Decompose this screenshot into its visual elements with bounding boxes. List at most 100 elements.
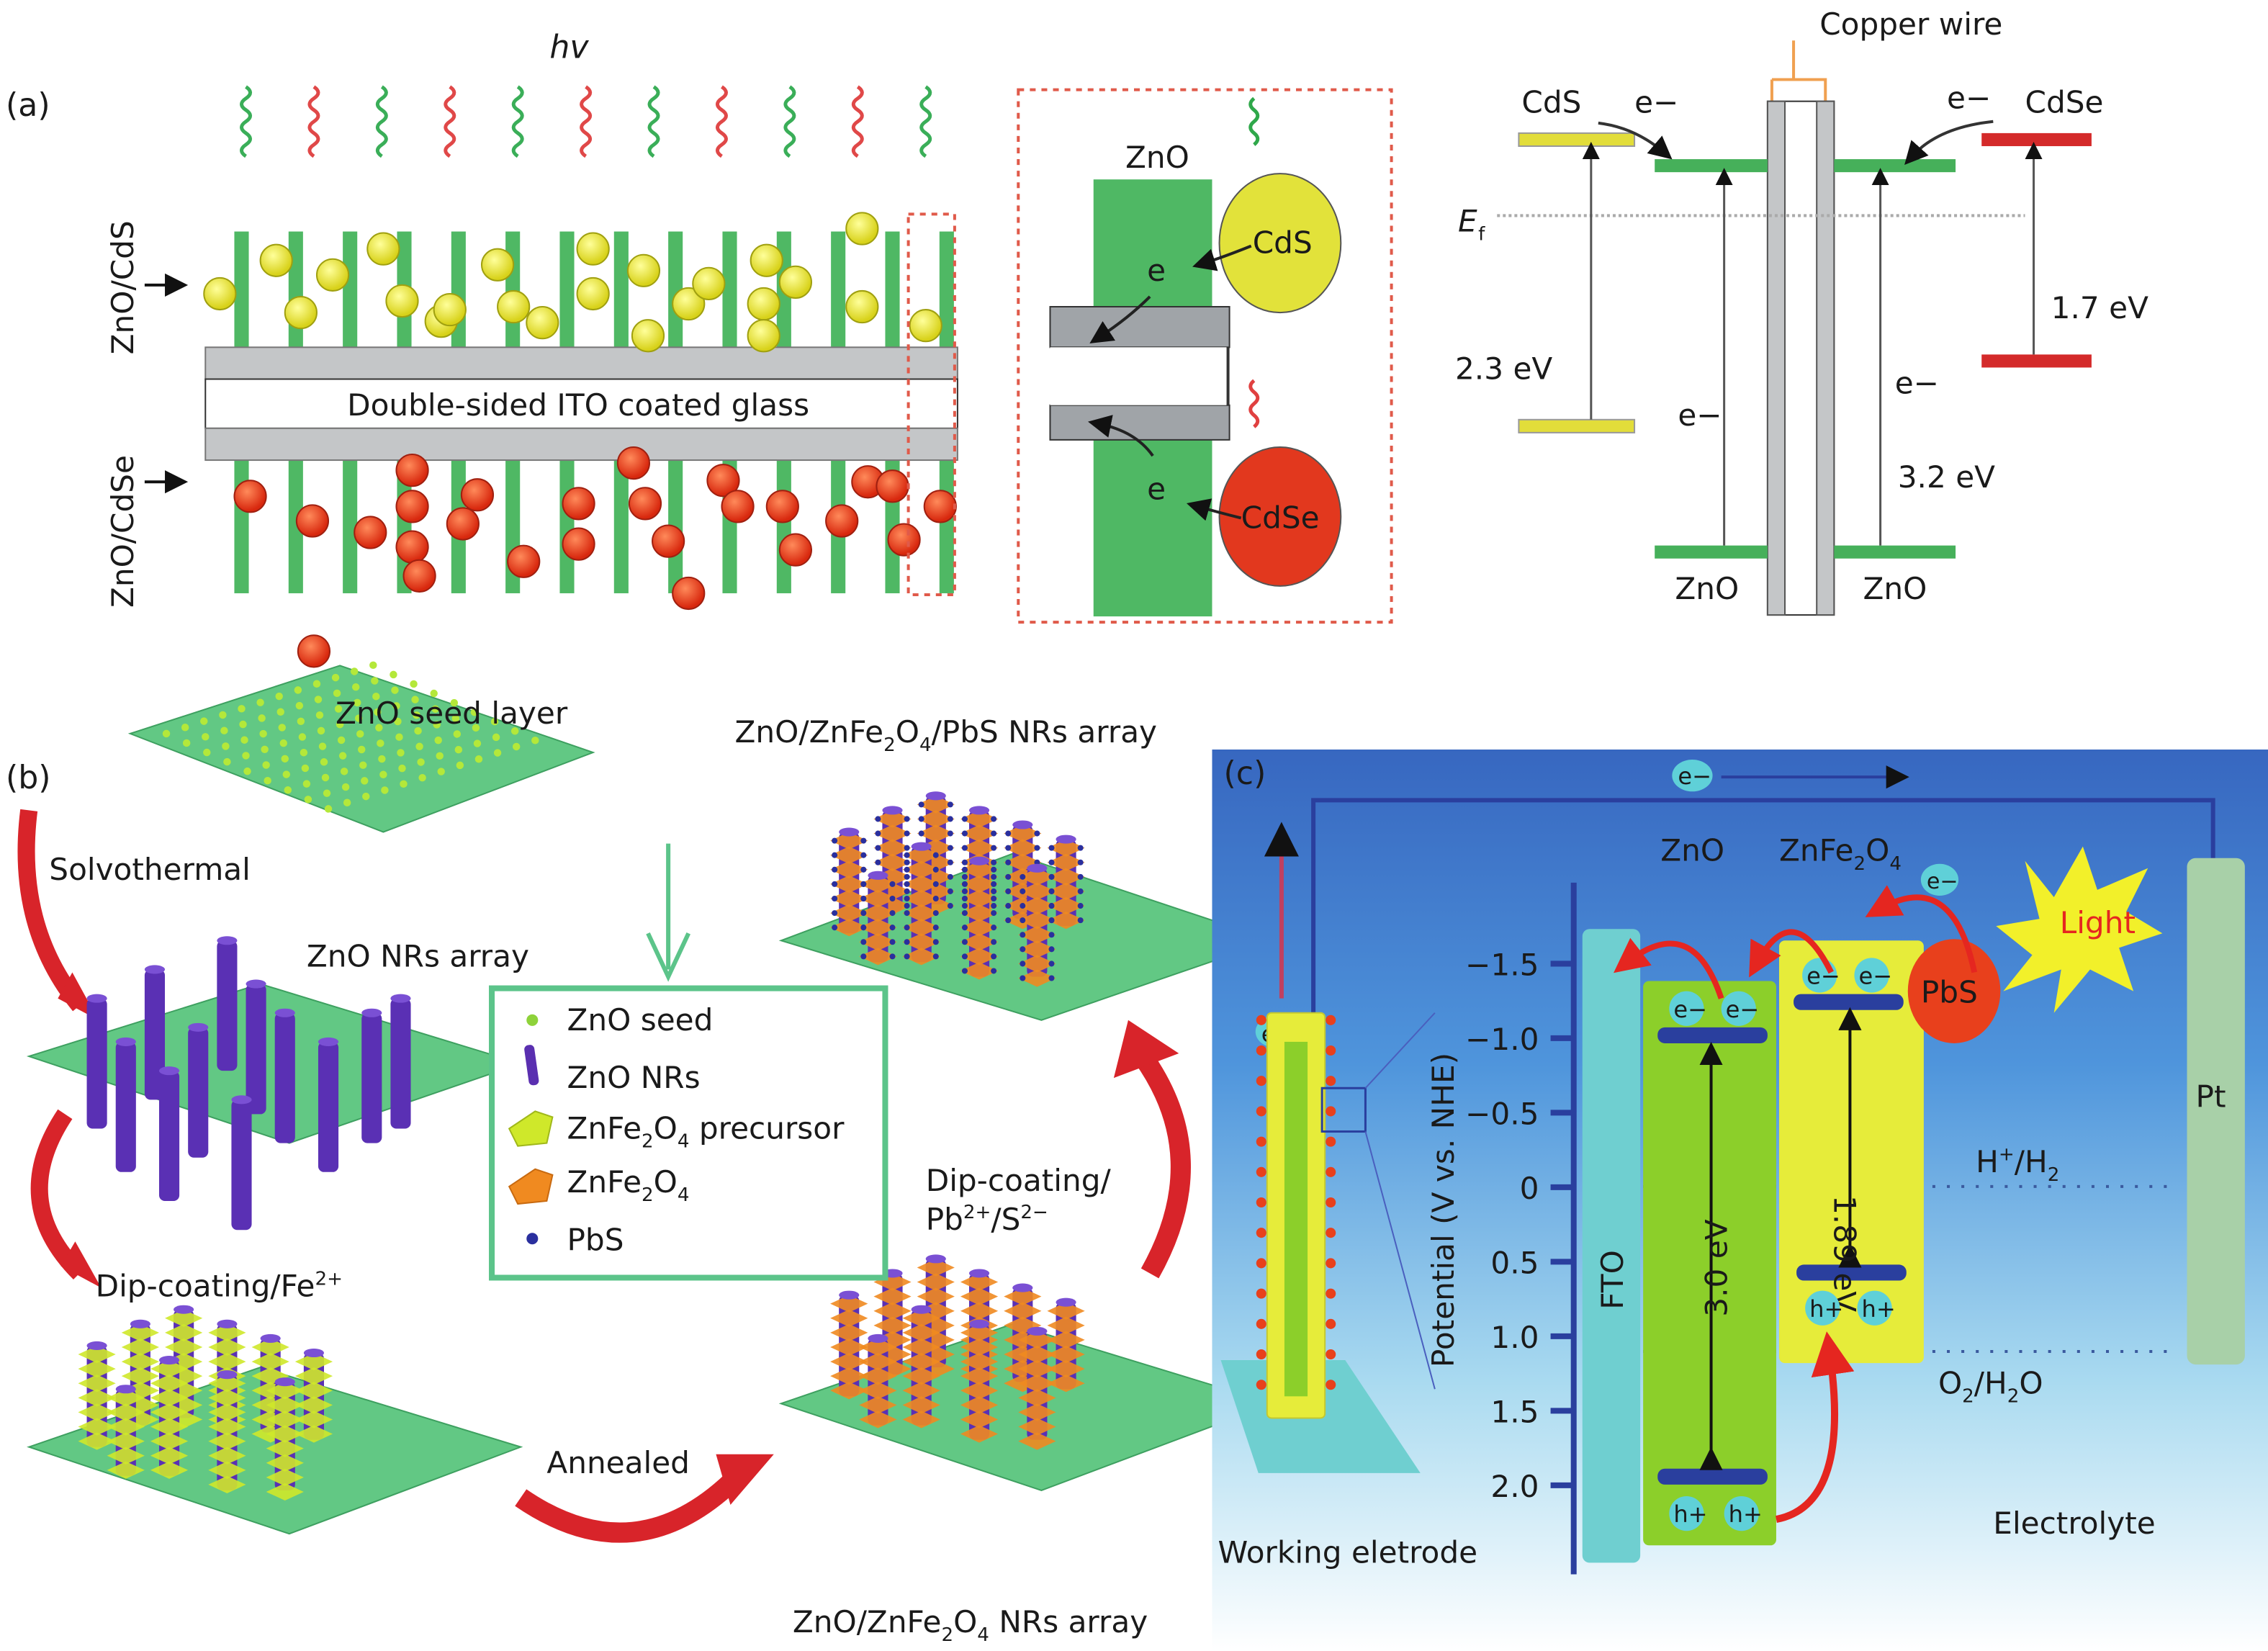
seed-dot <box>222 742 230 750</box>
nanorod-top <box>1012 1283 1033 1292</box>
seed-dot <box>381 786 389 794</box>
svg-text:e−: e− <box>1678 397 1722 433</box>
pbs-dot <box>904 866 910 873</box>
cdse-dot <box>446 507 480 541</box>
pbs-dot <box>961 866 968 873</box>
nanorod-top <box>158 1356 180 1365</box>
seed-dot <box>334 705 343 713</box>
flake <box>150 1432 189 1450</box>
zno-label: ZnO <box>1660 833 1724 868</box>
pbs-dot <box>1048 888 1055 894</box>
legend-item-znfe: ZnFe2O4 <box>567 1164 690 1206</box>
pbs-dot <box>947 873 953 880</box>
pt-counter-electrode <box>2187 858 2245 1365</box>
cds-dot <box>778 265 813 299</box>
transfer-arrow-icon <box>1749 929 1834 978</box>
flake <box>294 1353 333 1371</box>
cds-dot <box>672 287 706 321</box>
zno-rod <box>559 231 575 348</box>
seed-dot <box>258 714 266 722</box>
pbs-dot <box>1034 845 1040 851</box>
zno-rod <box>613 231 629 348</box>
pbs-dot <box>875 845 881 851</box>
nanorod-top <box>217 936 238 945</box>
inset-ito-top <box>1049 306 1230 348</box>
flake <box>1018 882 1056 900</box>
seed-dot <box>356 730 364 738</box>
seed-dot <box>256 698 264 706</box>
red-wave-icon <box>851 85 864 158</box>
seed-dot <box>278 724 286 732</box>
pbs-dot <box>904 859 910 865</box>
arrow-icon <box>1598 121 1673 160</box>
pbs-dot <box>932 881 939 887</box>
cdse-dot <box>778 533 813 567</box>
seed-dot <box>275 692 283 701</box>
process-arrow-icon <box>30 1109 86 1280</box>
pbs-dot <box>889 953 896 960</box>
pbs-dot <box>832 837 838 844</box>
flake <box>830 1338 868 1357</box>
pbs-dot <box>961 888 968 894</box>
pbs-dot <box>1077 888 1084 894</box>
arrow-icon <box>1186 498 1242 521</box>
pbs-dot <box>832 910 838 917</box>
cdse-dot <box>876 469 909 503</box>
seed-dot <box>362 792 370 801</box>
pbs-dot <box>961 816 968 822</box>
seed-dot <box>337 736 346 744</box>
seed-dot <box>474 755 483 763</box>
pbs-dot <box>1326 1318 1336 1329</box>
zno-rod <box>885 231 900 348</box>
pbs-dot <box>991 903 997 909</box>
seed-dot <box>510 727 519 735</box>
pbs-dot <box>1020 903 1026 909</box>
svg-text:f: f <box>1478 224 1485 246</box>
pbs-dot <box>991 910 997 917</box>
cdse-gap-label: 1.7 eV <box>2051 290 2148 325</box>
copper-wire <box>1770 40 1827 109</box>
pbs-dot <box>1048 946 1055 953</box>
hole-icon <box>1857 1290 1892 1326</box>
flake <box>917 1273 955 1291</box>
flake <box>150 1375 189 1393</box>
flake <box>208 1447 246 1465</box>
seed-dot <box>456 761 464 770</box>
cdse-cb-level <box>1981 132 2092 146</box>
pbs-dot <box>832 895 838 902</box>
y-tick-label: 0.5 <box>1490 1245 1539 1280</box>
nanorod-top <box>246 979 266 989</box>
nanorod-top <box>86 994 107 1003</box>
zoom-box <box>1320 1087 1367 1133</box>
seed-dot <box>375 724 383 732</box>
flake <box>830 1353 868 1371</box>
flake <box>78 1418 116 1436</box>
arrow-icon <box>1088 415 1154 457</box>
cdse-dot <box>923 490 957 523</box>
cds-dot <box>747 319 780 353</box>
hole-icon <box>1669 1495 1704 1531</box>
zno-nanorods <box>86 936 411 1231</box>
pbs-dot <box>961 881 968 887</box>
pbs-dot <box>1256 1288 1266 1299</box>
seed-dot <box>242 752 250 760</box>
nanorod <box>144 969 166 1100</box>
pbs-dot <box>1020 888 1026 894</box>
dip-fe-label: Dip-coating/Fe2+ <box>96 1269 343 1304</box>
cds-dot <box>750 243 783 277</box>
electron-label: e− <box>1673 996 1707 1023</box>
cds-band-label: CdS <box>1521 85 1581 120</box>
seed-dot <box>450 698 459 707</box>
cdse-dot <box>233 480 267 513</box>
zno-rod <box>559 460 575 593</box>
seed-dot <box>336 721 344 729</box>
nanorod-top <box>217 1370 238 1380</box>
seed-dot <box>434 736 442 744</box>
pbs-dot <box>860 881 867 887</box>
flake <box>294 1367 333 1385</box>
red-wave-icon <box>715 85 728 158</box>
cds-dot <box>576 232 610 266</box>
highlight-box <box>906 212 956 596</box>
seed-dot <box>351 683 360 691</box>
